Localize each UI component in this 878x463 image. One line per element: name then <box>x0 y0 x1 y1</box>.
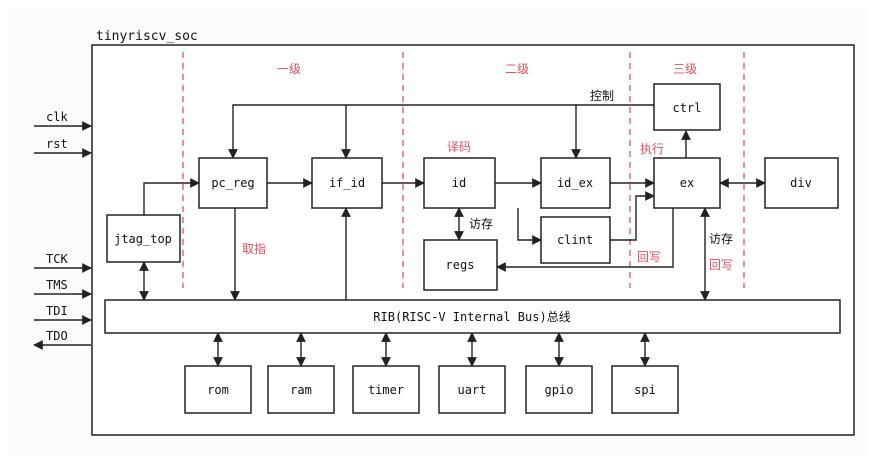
decode-label: 译码 <box>447 140 471 154</box>
fetch-label: 取指 <box>242 241 266 256</box>
jtag-to-pc-reg-wire <box>143 178 200 215</box>
stage-label-1: 一级 <box>277 62 301 76</box>
ex-module: ex <box>653 157 721 209</box>
ctrl-module: ctrl <box>653 83 721 131</box>
ram-label: ram <box>290 383 312 397</box>
ex-label: ex <box>680 176 694 190</box>
writeback-bus-label: 回写 <box>709 258 733 272</box>
regs-label: regs <box>446 258 475 272</box>
uart-module: uart <box>438 365 506 414</box>
spi-module: spi <box>611 365 679 414</box>
spi-label: spi <box>634 383 656 397</box>
gpio-module: gpio <box>525 365 593 414</box>
clint-to-ex-wire <box>610 191 655 241</box>
id-ex-module: id_ex <box>540 157 611 209</box>
signal-tdi: TDI <box>46 304 68 318</box>
ex-to-regs-wire <box>496 208 674 272</box>
rom-module: rom <box>184 365 252 414</box>
stage-label-3: 三级 <box>673 62 697 76</box>
ctrl-label: ctrl <box>673 101 702 115</box>
clint-module: clint <box>540 216 611 264</box>
rom-label: rom <box>207 383 229 397</box>
mem-access-ex-label: 访存 <box>709 232 733 246</box>
execute-label: 执行 <box>640 142 664 156</box>
div-module: div <box>764 157 839 209</box>
uart-label: uart <box>458 383 487 397</box>
id-ex-label: id_ex <box>557 176 593 190</box>
signal-rst: rst <box>46 137 68 151</box>
internal-bus: RIB(RISC-V Internal Bus)总线 <box>104 299 841 334</box>
id-label: id <box>452 176 466 190</box>
stage-label-2: 二级 <box>505 62 529 76</box>
regs-module: regs <box>423 239 498 291</box>
writeback-regs-label: 回写 <box>637 250 661 264</box>
if-id-module: if_id <box>311 157 383 209</box>
jtag-top-label: jtag_top <box>114 232 172 246</box>
id-to-clint-wire <box>517 208 542 245</box>
signal-tdo: TDO <box>46 329 68 343</box>
gpio-label: gpio <box>545 383 574 397</box>
control-label: 控制 <box>590 89 614 103</box>
signal-tck: TCK <box>46 252 68 266</box>
if-id-label: if_id <box>329 176 365 190</box>
jtag-top-module: jtag_top <box>106 214 181 263</box>
clint-label: clint <box>557 233 593 247</box>
soc-title: tinyriscv_soc <box>96 29 198 44</box>
signal-tms: TMS <box>46 278 68 292</box>
signal-clk: clk <box>46 110 68 124</box>
ctrl-to-pc-reg-wire <box>228 104 654 159</box>
timer-module: timer <box>352 365 420 414</box>
id-module: id <box>423 157 496 209</box>
pc-reg-label: pc_reg <box>211 176 254 190</box>
timer-label: timer <box>368 383 404 397</box>
bus-label: RIB(RISC-V Internal Bus)总线 <box>373 310 570 324</box>
mem-access-id-label: 访存 <box>469 217 493 231</box>
pc-reg-module: pc_reg <box>198 157 268 209</box>
ram-module: ram <box>267 365 335 414</box>
div-label: div <box>790 176 812 190</box>
